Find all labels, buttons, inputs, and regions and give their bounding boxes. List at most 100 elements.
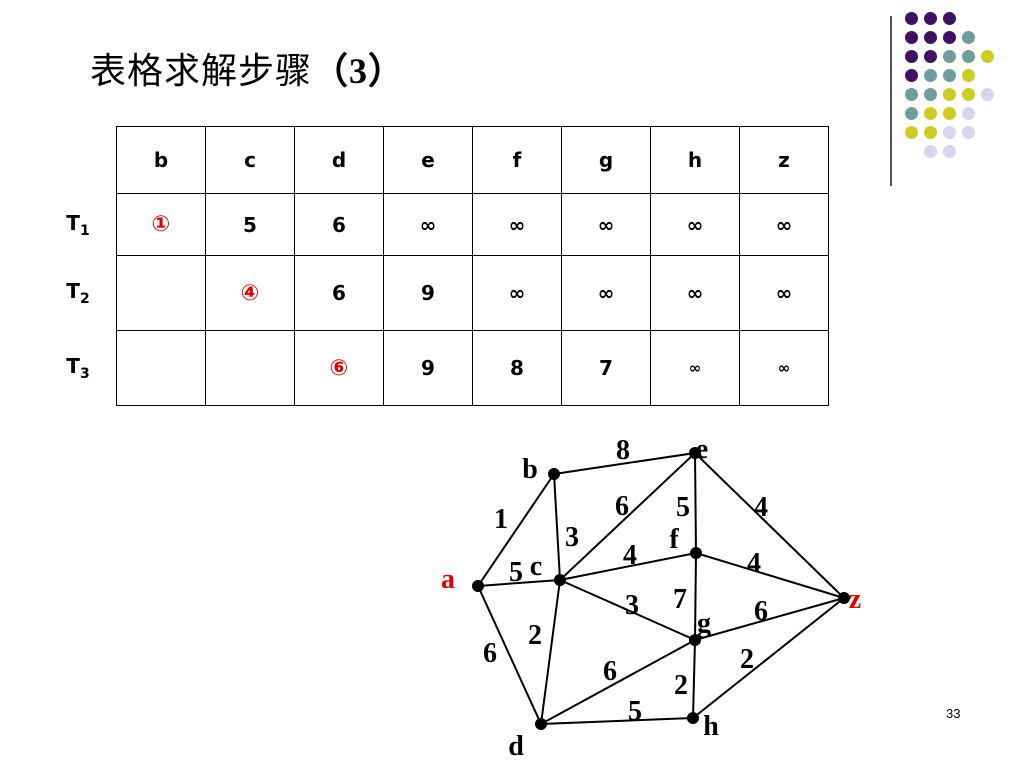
decorative-dot xyxy=(924,88,937,101)
edge-b-e xyxy=(553,452,696,475)
vertex-label-e: e xyxy=(696,434,708,465)
vertex-label-c: c xyxy=(530,551,542,582)
edge-c-e xyxy=(559,452,696,581)
decorative-dot xyxy=(943,145,956,158)
table-cell: ∞ xyxy=(650,330,740,406)
row-label: T3 xyxy=(40,331,117,406)
decorative-dot xyxy=(962,126,975,139)
vertex-label-z: z xyxy=(849,584,861,615)
row-label-subscript: 2 xyxy=(79,291,90,307)
row-label-text: T xyxy=(66,210,80,235)
edge-weight-a-d: 6 xyxy=(483,638,497,669)
edge-b-c xyxy=(553,473,561,581)
decorative-dot xyxy=(905,107,918,120)
decorative-dot xyxy=(924,50,937,63)
column-header-b: b xyxy=(116,126,206,194)
edge-f-z xyxy=(695,552,845,599)
decorative-dot xyxy=(924,126,937,139)
table-cell: ∞ xyxy=(650,255,740,331)
decorative-dot xyxy=(924,107,937,120)
decorative-dot xyxy=(943,88,956,101)
vertex-e xyxy=(689,447,701,459)
table-cell: 6 xyxy=(294,255,384,331)
edge-weight-g-z: 6 xyxy=(754,596,768,627)
title-text: 表格求解步骤 xyxy=(90,51,313,92)
decorative-dot xyxy=(962,50,975,63)
decorative-dot xyxy=(962,107,975,120)
table-cell: ∞ xyxy=(472,193,562,256)
edge-weight-c-f: 4 xyxy=(623,540,637,571)
edge-weight-g-h: 2 xyxy=(674,670,688,701)
table-cell: ∞ xyxy=(739,330,829,406)
decorative-dot xyxy=(943,12,956,25)
column-header-e: e xyxy=(383,126,473,194)
edge-a-b xyxy=(477,473,555,587)
edge-weight-c-e: 6 xyxy=(615,491,629,522)
edge-a-c xyxy=(477,579,561,587)
edge-weight-e-f: 5 xyxy=(676,492,690,523)
decorative-dot xyxy=(905,12,918,25)
edge-weight-a-b: 1 xyxy=(494,504,508,535)
vertex-label-h: h xyxy=(703,711,719,742)
edge-weight-d-h: 5 xyxy=(628,696,642,727)
row-label: T1 xyxy=(40,194,117,256)
edge-f-g xyxy=(694,552,697,641)
vertex-a xyxy=(472,580,484,592)
decorative-dot xyxy=(905,31,918,44)
vertex-g xyxy=(689,634,701,646)
decorative-dot xyxy=(943,107,956,120)
decorative-dot xyxy=(905,69,918,82)
decorative-dot xyxy=(905,126,918,139)
edge-d-g xyxy=(540,639,696,725)
decorative-dot xyxy=(924,12,937,25)
edge-weight-f-g: 7 xyxy=(673,584,687,615)
vertex-b xyxy=(548,468,560,480)
edge-c-g xyxy=(559,579,696,641)
vertex-c xyxy=(554,574,566,586)
row-label-subscript: 1 xyxy=(79,222,90,239)
vertex-label-d: d xyxy=(508,731,524,762)
row-label-subscript: 3 xyxy=(79,366,90,382)
table-cell: ∞ xyxy=(472,255,562,331)
vertex-label-b: b xyxy=(522,454,538,485)
decorative-dot xyxy=(943,50,956,63)
column-header-d: d xyxy=(294,126,384,194)
table-cell: ∞ xyxy=(561,255,651,331)
edge-weight-h-z: 2 xyxy=(740,644,754,675)
vertex-f xyxy=(690,547,702,559)
decorative-dot xyxy=(981,88,994,101)
table-cell xyxy=(116,330,206,406)
edge-c-f xyxy=(559,552,697,581)
edge-e-z xyxy=(694,452,845,599)
row-label-text: T xyxy=(66,354,80,378)
decorative-dot-grid xyxy=(905,12,1015,172)
edge-c-d xyxy=(540,579,561,725)
decorative-dot xyxy=(924,69,937,82)
decorative-dot xyxy=(943,126,956,139)
divider-line xyxy=(890,16,892,186)
edge-d-h xyxy=(540,717,694,725)
decorative-dot xyxy=(962,31,975,44)
edge-h-z xyxy=(692,597,845,719)
edge-weight-d-g: 6 xyxy=(603,656,617,687)
vertex-d xyxy=(535,718,547,730)
edge-weight-b-c: 3 xyxy=(565,522,579,553)
page-number: 33 xyxy=(946,706,961,721)
edge-a-d xyxy=(477,585,542,725)
row-label-text: T xyxy=(66,279,80,303)
column-header-g: g xyxy=(561,126,651,194)
table-cell: ∞ xyxy=(739,193,829,256)
edge-weight-e-z: 4 xyxy=(754,492,768,523)
table-cell: ④ xyxy=(205,255,295,331)
page-title: 表格求解步骤（3） xyxy=(90,42,405,94)
edge-weight-c-g: 3 xyxy=(625,590,639,621)
decorative-dot xyxy=(924,31,937,44)
vertex-label-f: f xyxy=(669,524,679,555)
edge-g-h xyxy=(692,639,696,719)
vertex-h xyxy=(687,712,699,724)
table-cell: 6 xyxy=(294,193,384,256)
